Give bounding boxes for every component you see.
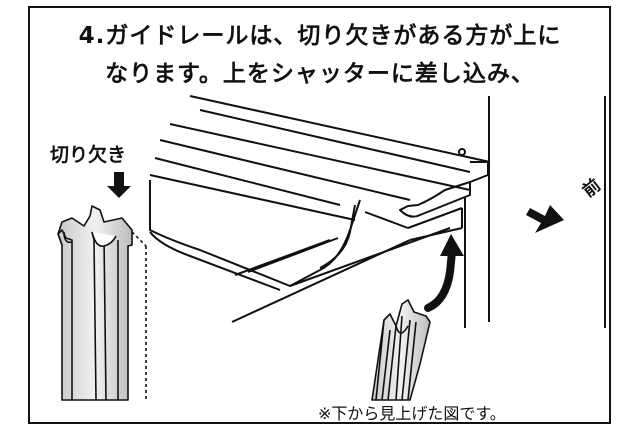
notch-label: 切り欠き — [50, 144, 127, 166]
instruction-line-1: 4.ガイドレールは、切り欠きがある方が上に — [78, 23, 562, 49]
guide-rail-right — [371, 299, 431, 401]
shutter-box — [149, 95, 491, 328]
down-arrow-icon — [107, 172, 131, 198]
front-arrow-icon — [526, 205, 564, 233]
view-note: ※下から見上げた図です。 — [318, 404, 506, 423]
curved-up-arrow-icon — [424, 234, 464, 312]
guide-rail-left — [57, 205, 147, 401]
instruction-line-2: なります。上をシャッターに差し込み、 — [105, 61, 535, 87]
